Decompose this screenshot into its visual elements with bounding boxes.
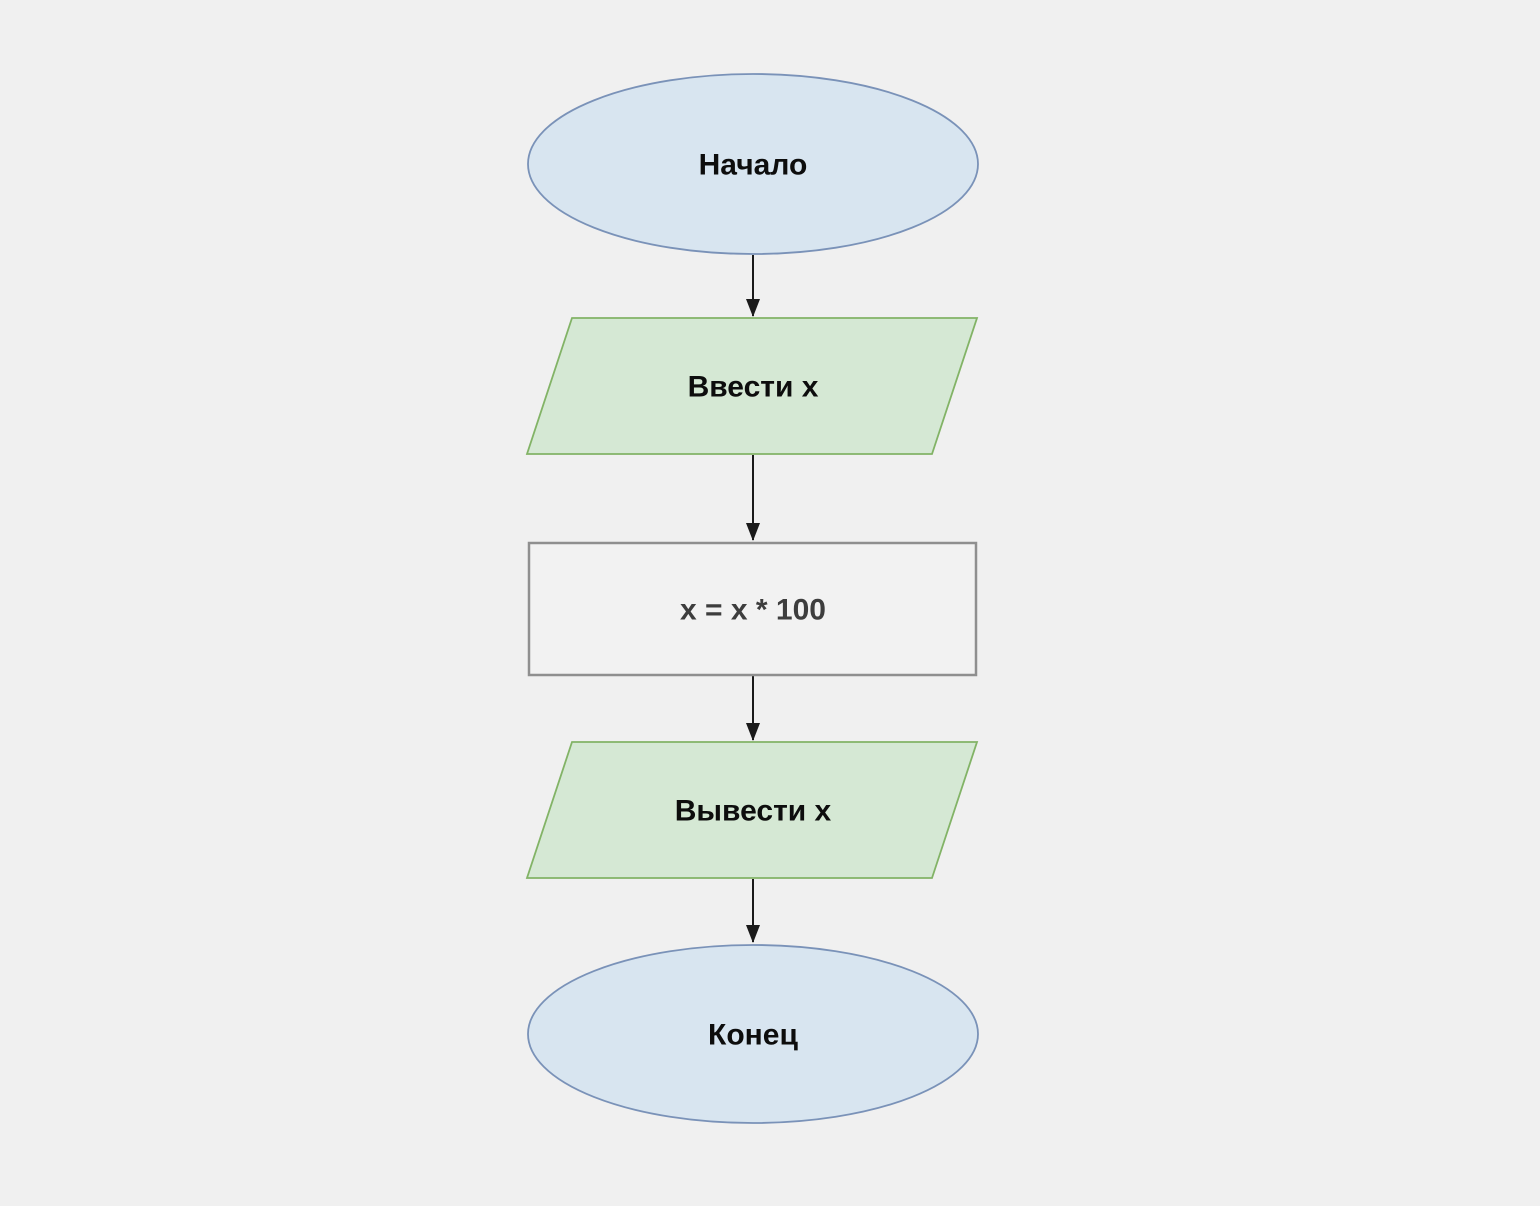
output-parallelogram-shape <box>525 741 979 879</box>
end-label: Конец <box>708 1019 798 1052</box>
node-start: Начало <box>527 73 979 255</box>
input-parallelogram-shape <box>525 317 979 455</box>
input-label: Ввести x <box>688 371 819 404</box>
process-label: x = x * 100 <box>680 594 826 627</box>
node-end: Конец <box>527 944 979 1124</box>
output-label: Вывести x <box>675 795 832 828</box>
node-process: x = x * 100 <box>527 541 978 677</box>
node-input-x: Ввести x <box>525 317 979 455</box>
end-ellipse-shape <box>527 944 979 1124</box>
start-ellipse-shape <box>527 73 979 255</box>
node-output-x: Вывести x <box>525 741 979 879</box>
process-rectangle-shape <box>527 541 978 677</box>
start-label: Начало <box>699 149 808 182</box>
